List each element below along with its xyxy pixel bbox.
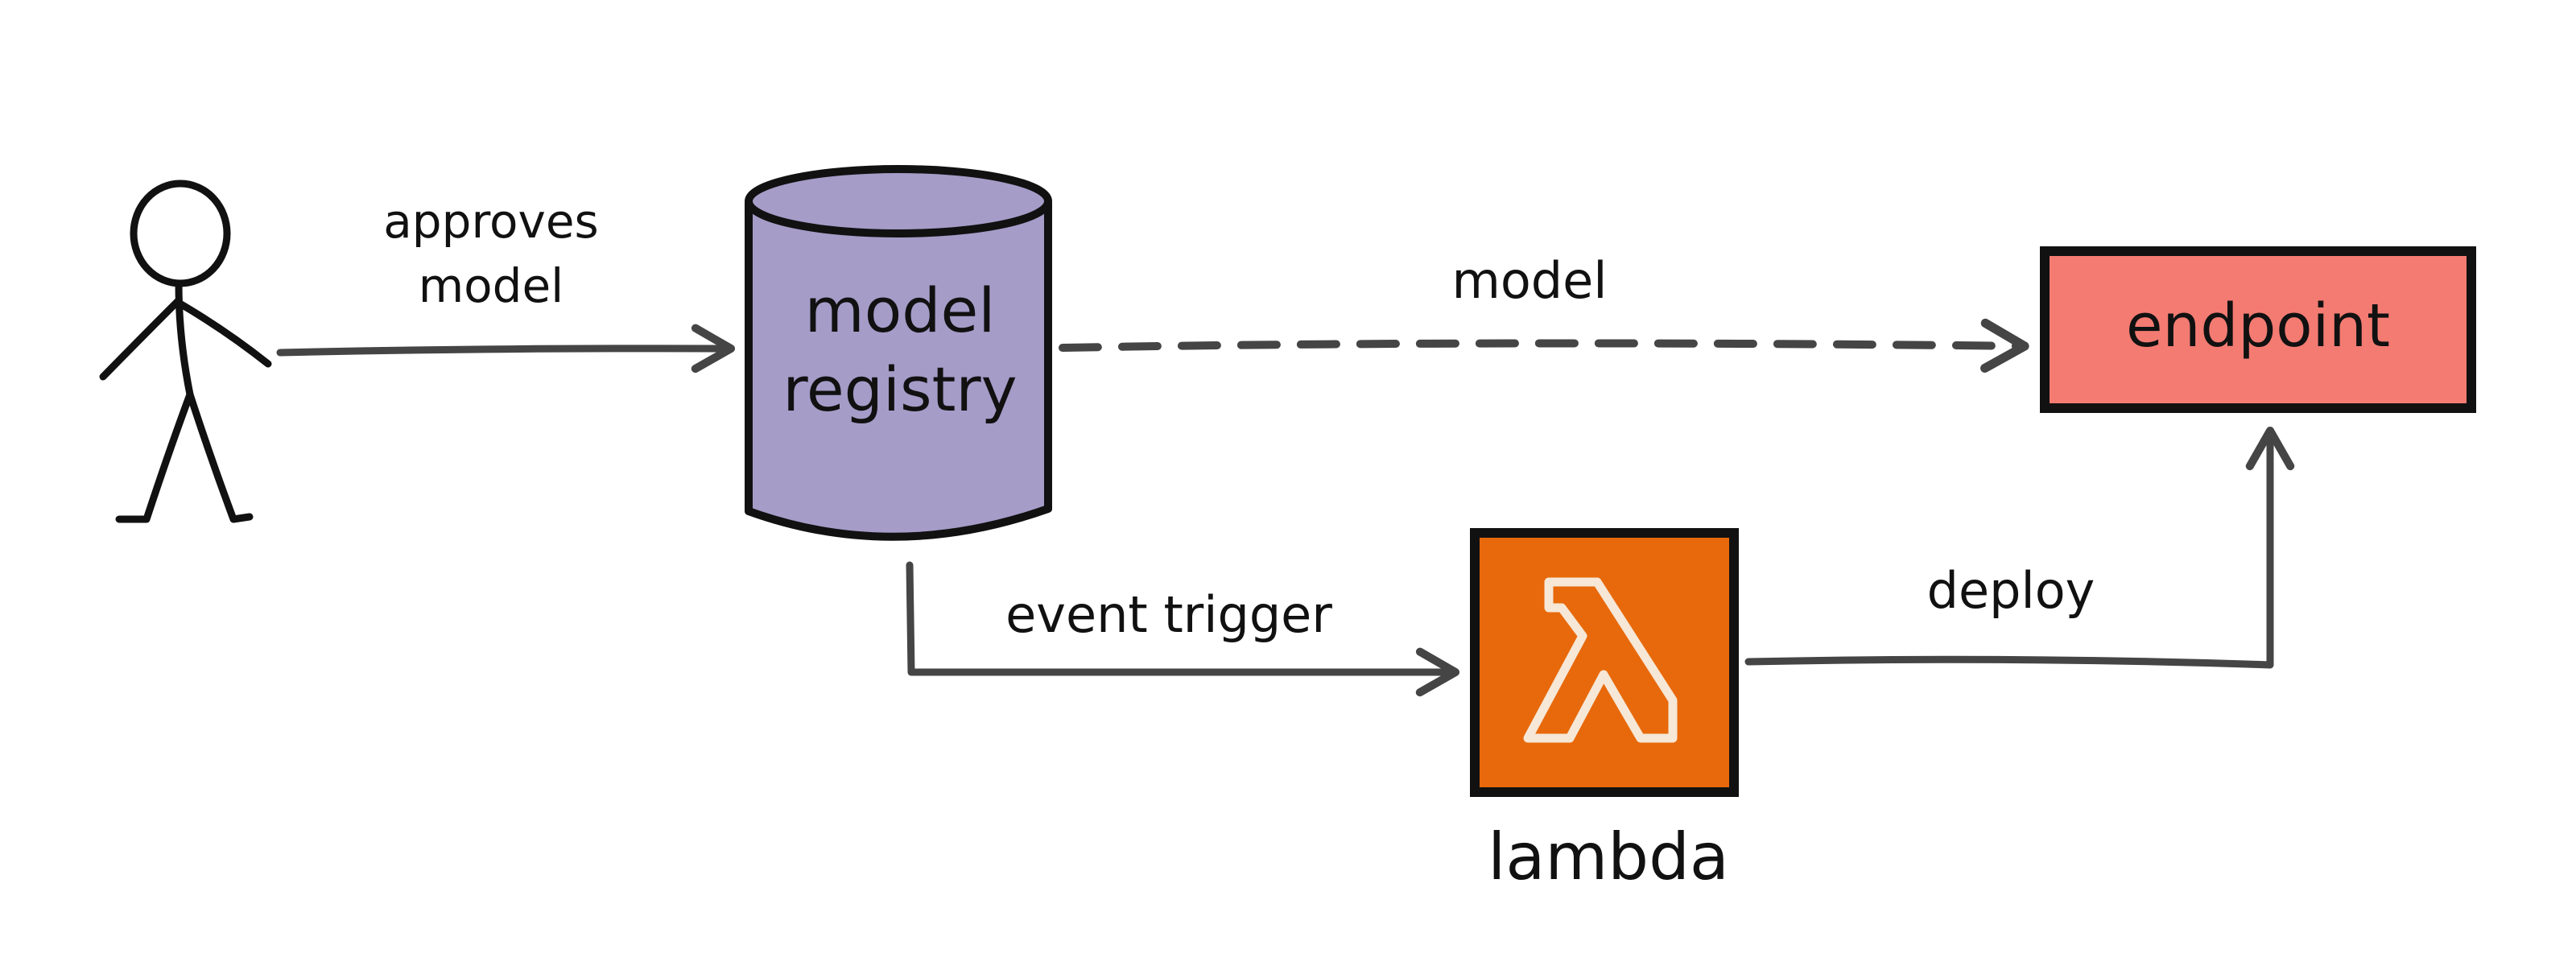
deploy-arrow — [1744, 426, 2295, 669]
approves-model-label-line2: model — [419, 258, 564, 313]
lambda-box — [1470, 528, 1739, 797]
stick-figure-icon — [99, 180, 272, 523]
stick-figure-left-leg — [115, 390, 194, 523]
endpoint-label: endpoint — [2126, 291, 2390, 361]
edge-model: model — [1059, 251, 2029, 374]
stick-figure-head — [130, 180, 231, 287]
model-registry-label-line2: registry — [782, 353, 1017, 425]
lambda-label: lambda — [1488, 819, 1729, 894]
endpoint-node: endpoint — [2040, 246, 2476, 413]
event-trigger-arrow — [906, 561, 1460, 697]
model-registry-body — [745, 199, 1052, 541]
model-registry-top — [745, 165, 1052, 237]
model-arrow — [1059, 318, 2029, 374]
edge-approves-model: approves model — [276, 194, 736, 374]
stick-figure-right-arm — [173, 298, 272, 368]
stick-figure-body — [175, 279, 194, 398]
lambda-node: lambda — [1470, 528, 1739, 894]
edge-deploy: deploy — [1744, 426, 2295, 669]
model-edge-label: model — [1451, 251, 1607, 310]
event-trigger-label: event trigger — [1005, 585, 1332, 644]
lambda-icon — [1523, 577, 1678, 743]
endpoint-box — [2040, 246, 2476, 413]
stick-figure-right-leg — [186, 390, 254, 523]
approves-model-label-line1: approves — [383, 194, 598, 249]
model-registry-node: model registry — [745, 165, 1052, 541]
stick-figure-left-arm — [99, 298, 181, 381]
edge-event-trigger: event trigger — [906, 561, 1460, 697]
model-registry-label-line1: model — [805, 275, 996, 346]
deploy-label: deploy — [1927, 561, 2095, 620]
approves-model-arrow — [276, 324, 736, 374]
